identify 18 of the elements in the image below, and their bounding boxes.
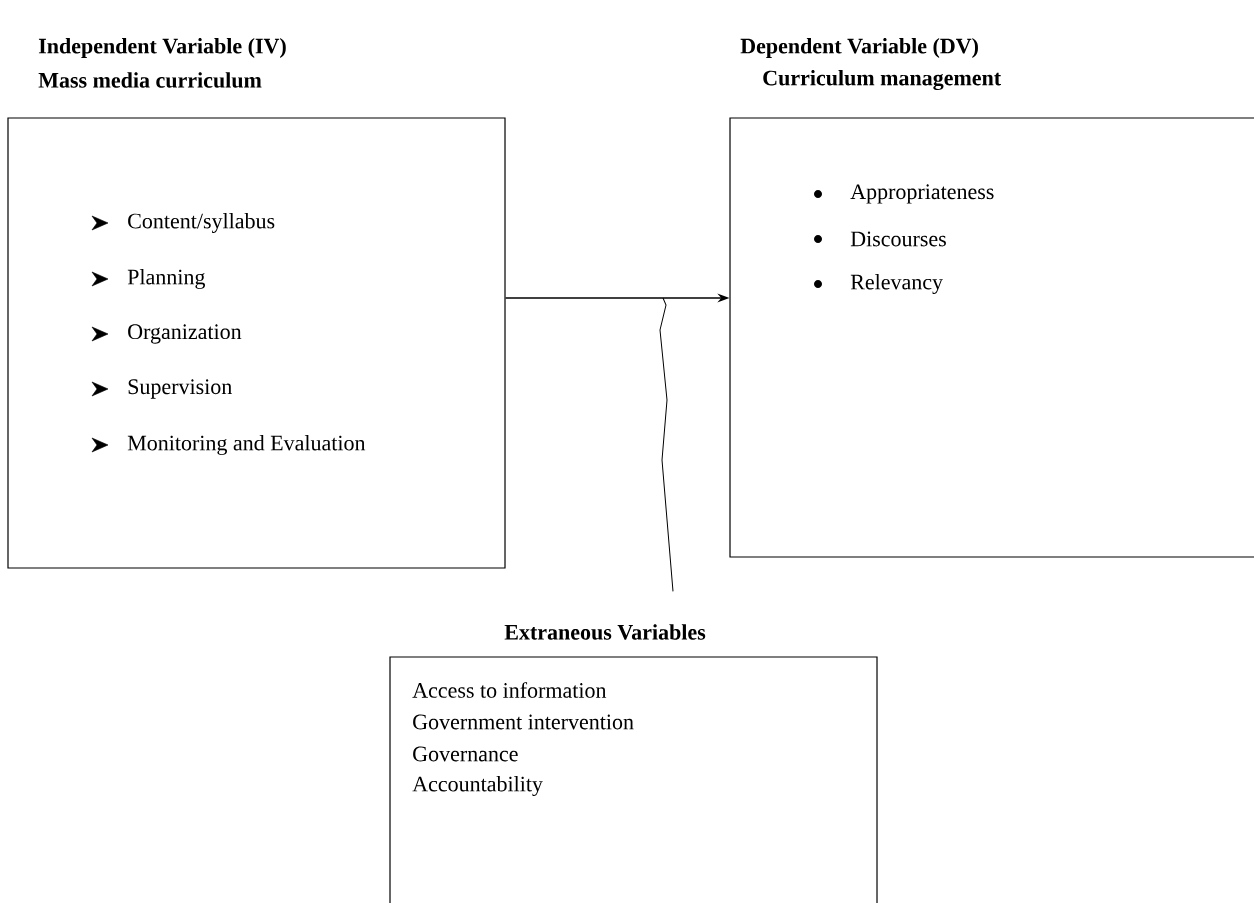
list-item: Supervision [128,379,232,399]
list-item: Discourses [850,231,946,247]
list-item: Planning [127,269,205,289]
heading: Independent Variable (IV) [38,38,286,58]
heading: Curriculum management [763,69,1002,91]
list-item: Content/syllabus [128,213,275,233]
heading: Extraneous Variables [504,624,706,640]
list-item: Relevancy [850,274,943,294]
list-item: Accountability [412,776,543,796]
list-item: Government intervention [413,714,634,730]
heading: Mass media curriculum [38,72,262,88]
list-item: Access to information [412,682,607,698]
list-item: Monitoring and Evaluation [127,435,366,455]
list-item: Appropriateness [850,184,994,204]
zigzag-line [659,297,674,592]
heading: Dependent Variable (DV) [740,38,978,58]
list-item: Organization [128,324,242,344]
list-item: Governance [413,746,518,762]
